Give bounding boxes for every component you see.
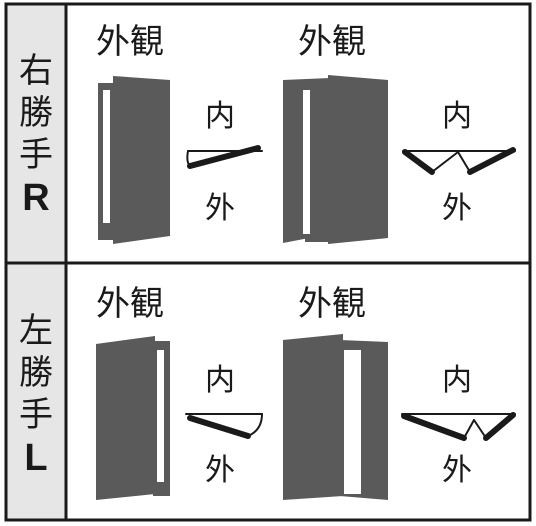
exterior-view-label: 外観 <box>96 284 164 324</box>
label-letter: L <box>24 437 48 479</box>
label-char: 勝 <box>19 353 53 393</box>
swing-symbol-double-right <box>402 147 516 175</box>
outside-label: 外 <box>205 191 235 226</box>
inside-label: 内 <box>205 99 235 134</box>
swing-symbol-single-left <box>185 413 263 439</box>
label-letter: R <box>22 177 50 219</box>
label-char: 右 <box>19 51 53 91</box>
inside-label: 内 <box>442 363 472 398</box>
exterior-view-label: 外観 <box>298 22 366 62</box>
label-char: 手 <box>19 395 53 435</box>
outside-label: 外 <box>442 453 472 488</box>
door-single-left <box>96 336 170 500</box>
row-label-right-hand: 右 勝 手 R <box>6 30 66 240</box>
inside-label: 内 <box>205 363 235 398</box>
label-char: 左 <box>19 311 53 351</box>
exterior-view-label: 外観 <box>96 22 164 62</box>
swing-symbol-single-right <box>186 145 263 169</box>
outside-label: 外 <box>442 191 472 226</box>
outside-label: 外 <box>205 453 235 488</box>
inside-label: 内 <box>442 99 472 134</box>
row-label-left-hand: 左 勝 手 L <box>6 290 66 500</box>
door-double-left <box>283 334 388 500</box>
door-single-right <box>98 76 170 244</box>
label-char: 勝 <box>19 93 53 133</box>
swing-symbol-double-left <box>401 412 516 441</box>
exterior-view-label: 外観 <box>298 284 366 324</box>
door-double-right <box>283 75 388 244</box>
label-char: 手 <box>19 135 53 175</box>
